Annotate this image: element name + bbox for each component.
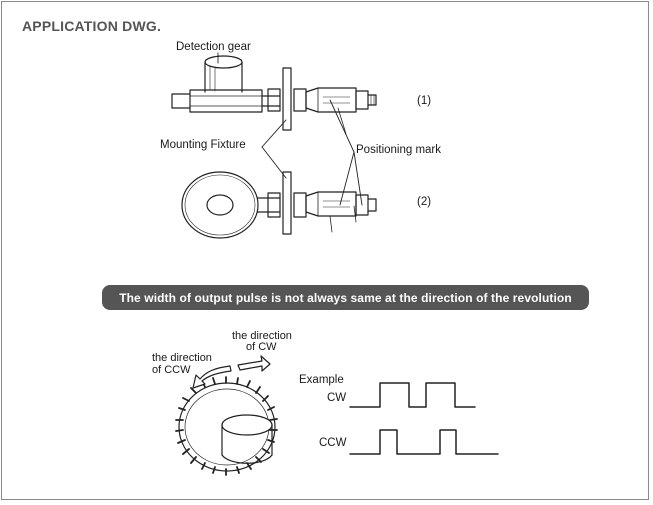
cw-direction-label-line2: of CW bbox=[246, 341, 277, 353]
example-label: Example bbox=[299, 374, 344, 386]
mounting-fixture-label: Mounting Fixture bbox=[160, 139, 246, 151]
cw-direction-label-line1: the direction bbox=[232, 330, 292, 342]
leader-lines bbox=[217, 52, 363, 206]
ccw-pulse-waveform bbox=[349, 429, 499, 455]
figure-2-label: (2) bbox=[417, 196, 432, 208]
ccw-waveform-label: CCW bbox=[319, 437, 347, 449]
cw-pulse-waveform bbox=[349, 382, 476, 408]
positioning-mark-label: Positioning mark bbox=[356, 144, 442, 156]
ccw-direction-label-line2: of CCW bbox=[152, 364, 191, 376]
cw-arrow-icon bbox=[237, 355, 271, 372]
ccw-direction-label-line1: the direction bbox=[152, 352, 212, 364]
detection-gear-assembly-1 bbox=[171, 55, 377, 131]
ccw-arrow-icon bbox=[192, 365, 232, 389]
detection-gear-assembly-2 bbox=[181, 171, 377, 239]
direction-note-banner: The width of output pulse is not always … bbox=[102, 285, 589, 310]
gear-illustration bbox=[175, 376, 278, 476]
page-title: APPLICATION DWG. bbox=[22, 18, 162, 34]
cw-waveform-label: CW bbox=[327, 392, 347, 404]
figure-1-label: (1) bbox=[417, 95, 432, 107]
detection-gear-label: Detection gear bbox=[176, 41, 251, 53]
